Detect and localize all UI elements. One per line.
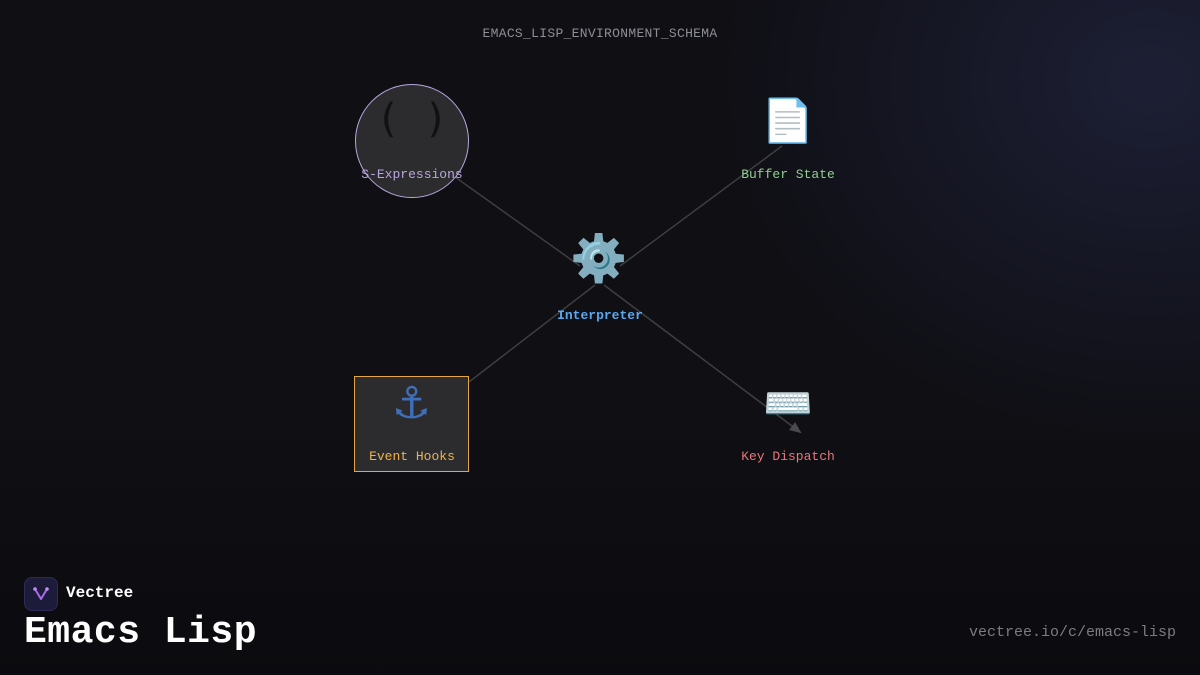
document-icon: 📄 — [761, 96, 815, 145]
vectree-logo-icon — [24, 577, 58, 611]
page-title: Emacs Lisp — [24, 611, 258, 654]
gear-icon: ⚙️ — [570, 231, 628, 285]
key-dispatch-label: Key Dispatch — [741, 449, 835, 464]
edge-interpreter-keydispatch — [603, 284, 802, 434]
anchor-icon: ⚓ — [391, 378, 432, 429]
event-hooks-label: Event Hooks — [369, 449, 455, 464]
edge-interpreter-buffer — [619, 145, 783, 267]
interpreter-label: Interpreter — [557, 308, 643, 323]
s-expressions-label: S-Expressions — [361, 167, 463, 182]
edge-sexpr-interpreter — [454, 176, 581, 267]
page-url[interactable]: vectree.io/c/emacs-lisp — [968, 624, 1176, 641]
parentheses-icon: ( ) — [375, 96, 449, 142]
s-expressions-node[interactable] — [355, 84, 469, 198]
buffer-state-label: Buffer State — [741, 167, 835, 182]
event-hooks-node[interactable] — [354, 376, 469, 472]
brand-name: Vectree — [66, 584, 134, 602]
schema-title: EMACS_LISP_ENVIRONMENT_SCHEMA — [482, 26, 718, 41]
edge-interpreter-hooks — [468, 284, 596, 383]
keyboard-icon: ⌨️ — [763, 381, 813, 427]
